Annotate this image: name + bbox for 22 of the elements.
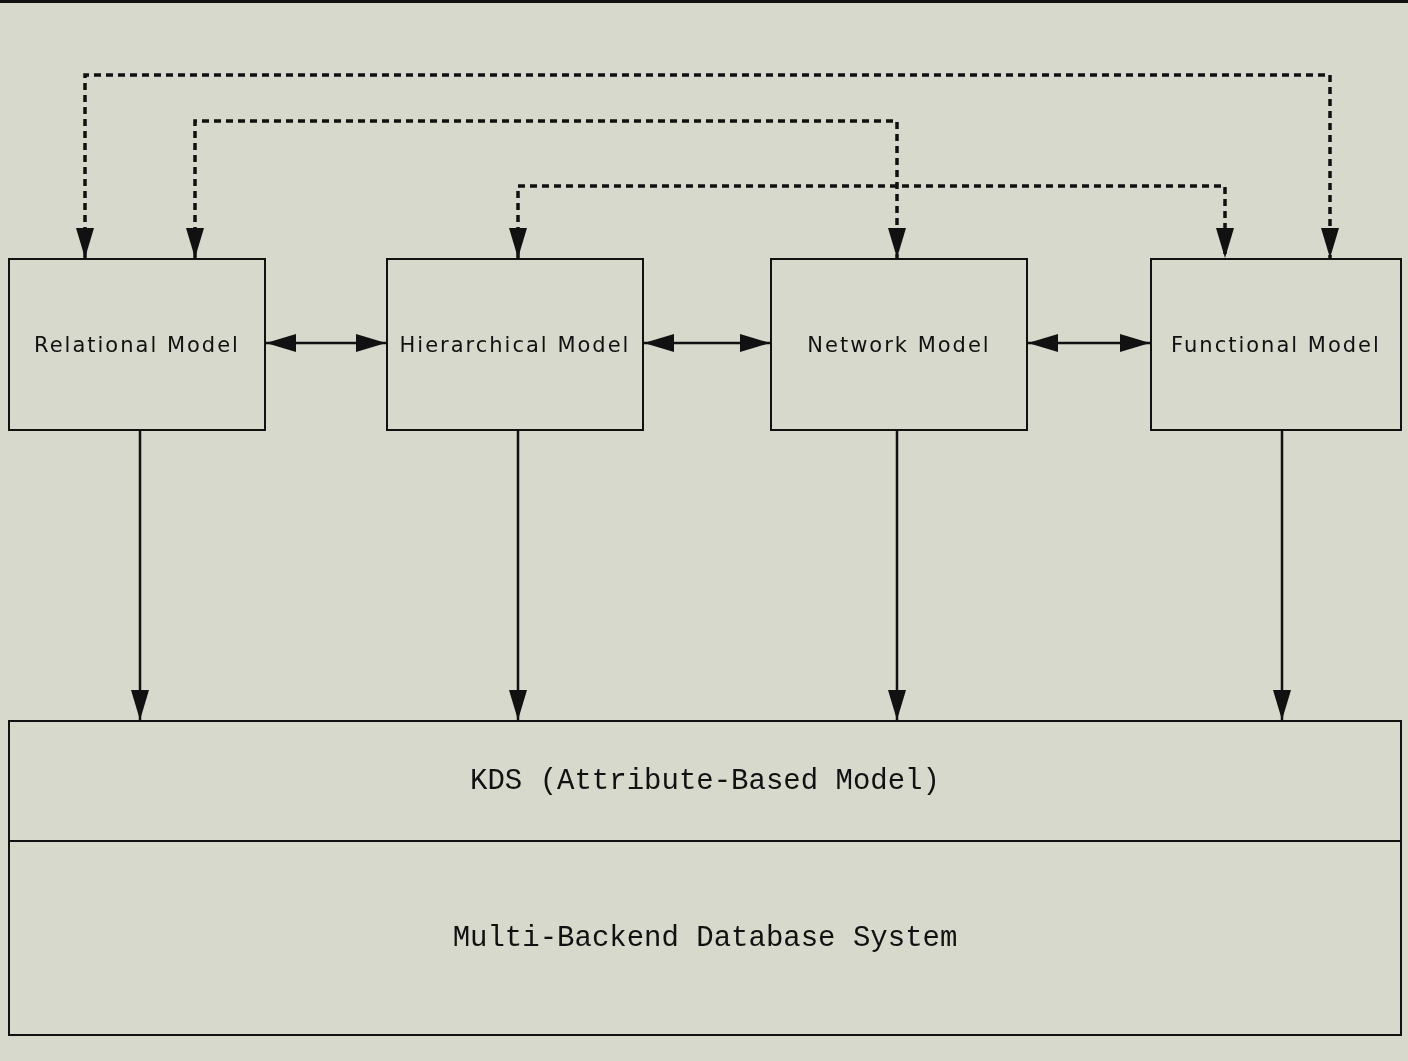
box-label: Network Model xyxy=(806,331,992,359)
arrow xyxy=(1273,431,1291,720)
arrow xyxy=(509,431,527,720)
arrow xyxy=(131,431,149,720)
box-label: KDS (Attribute-Based Model) xyxy=(470,764,940,798)
dashed-arrow xyxy=(186,119,906,258)
model-box xyxy=(1150,258,1402,431)
arrow xyxy=(644,334,770,352)
system-box xyxy=(8,720,1402,842)
arrow xyxy=(1028,334,1150,352)
arrow xyxy=(266,334,386,352)
model-box xyxy=(770,258,1028,431)
box-label: Hierarchical Model xyxy=(398,331,632,359)
dashed-arrow xyxy=(76,73,1339,258)
box-label: Functional Model xyxy=(1170,331,1382,359)
box-label: Multi-Backend Database System xyxy=(452,921,958,955)
model-box xyxy=(8,258,266,431)
box-label: Relational Model xyxy=(33,331,241,359)
dashed-arrow xyxy=(509,184,1234,258)
model-box xyxy=(386,258,644,431)
arrow xyxy=(888,431,906,720)
system-box xyxy=(8,840,1402,1036)
